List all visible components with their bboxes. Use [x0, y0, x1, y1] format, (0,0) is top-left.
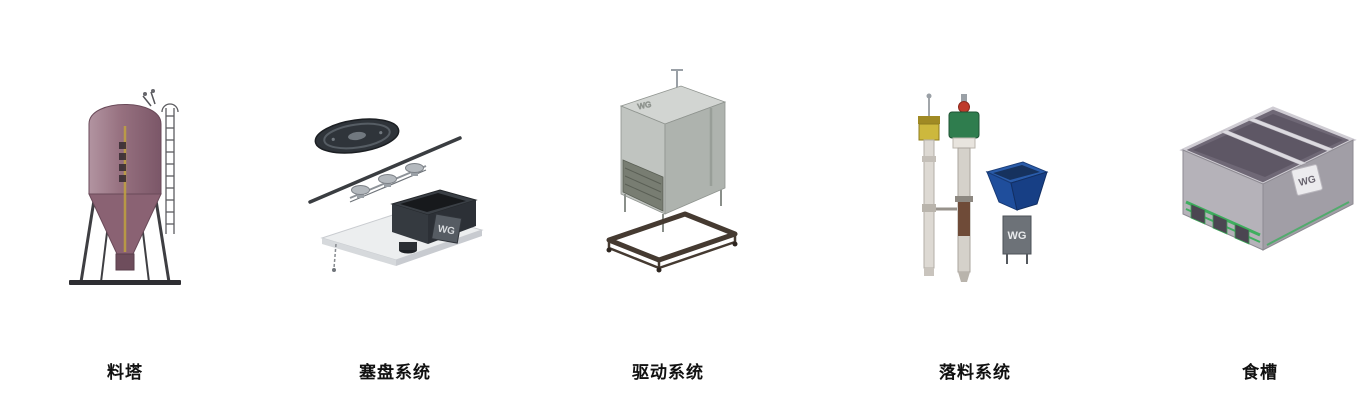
plug-disc-system-image: WG — [308, 118, 484, 272]
product-label-drop-feed-system: 落料系统 — [939, 363, 1011, 382]
sensor-tube — [918, 93, 957, 276]
plug-chain — [349, 163, 427, 203]
product-label-feed-tower: 料塔 — [107, 363, 143, 382]
product-label-drive-system: 驱动系统 — [632, 363, 704, 382]
drive-mast — [671, 69, 683, 90]
feed-trough-art: WG — [1155, 88, 1360, 273]
base-frame — [606, 211, 738, 273]
brand-cube: WG — [431, 213, 463, 244]
product-card-plug-disc-system[interactable]: WG 塞盘系统 — [295, 0, 495, 415]
drop-feed-system-image: WG — [918, 93, 1049, 282]
feed-tower-image — [69, 89, 181, 285]
drop-feed-system-art: WG — [895, 84, 1055, 289]
feed-tower-art — [55, 82, 195, 294]
hanging-chain — [332, 243, 337, 272]
product-card-feed-trough[interactable]: WG 食槽 — [1160, 0, 1360, 415]
silo-ladder — [161, 103, 179, 234]
silo-boot — [115, 253, 135, 271]
drive-rod — [308, 136, 462, 204]
product-card-drive-system[interactable]: WG 驱动系统 — [568, 0, 768, 415]
brand-logo-text: WG — [437, 224, 456, 238]
brand-logo-text: WG — [1008, 230, 1027, 242]
motor-tube — [948, 94, 980, 282]
silo-top-fittings — [142, 89, 156, 107]
trough-feed-slots — [1190, 203, 1250, 245]
drive-system-art: WG — [593, 64, 743, 280]
drive-unit: WG — [619, 85, 727, 215]
drop-box: WG — [1002, 215, 1032, 264]
feed-trough-image: WG — [1179, 106, 1357, 251]
product-label-feed-trough: 食槽 — [1242, 363, 1278, 382]
drop-box-assembly: WG — [320, 189, 484, 266]
brand-logo-text: WG — [1298, 174, 1318, 189]
plug-disc-system-art: WG — [300, 98, 490, 288]
plug-disc-wheel — [314, 118, 400, 154]
trough-body — [1179, 106, 1357, 251]
brand-cube: WG — [1291, 164, 1323, 196]
silo-markings — [119, 142, 126, 182]
product-label-plug-disc-system: 塞盘系统 — [359, 363, 431, 382]
feed-hopper — [985, 161, 1049, 211]
product-card-drop-feed-system[interactable]: WG 落料系统 — [875, 0, 1075, 415]
silo-base-rail — [69, 280, 181, 285]
trough-dividers — [1220, 117, 1334, 166]
brand-logo-text-faint: WG — [637, 100, 652, 112]
product-card-feed-tower[interactable]: 料塔 — [25, 0, 225, 415]
drive-system-image: WG — [606, 69, 738, 273]
